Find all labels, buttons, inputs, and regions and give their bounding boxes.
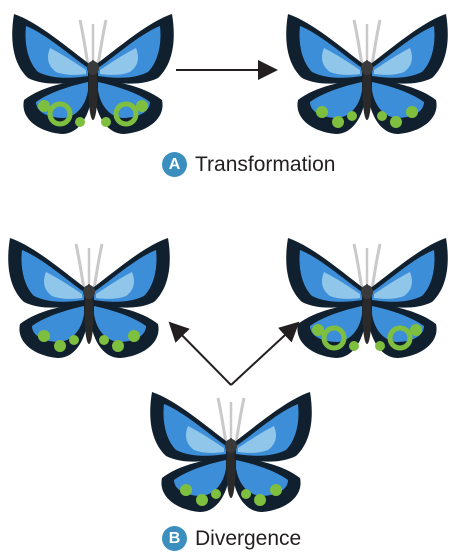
caption-b: B Divergence — [162, 526, 301, 551]
badge-a: A — [162, 152, 187, 177]
butterfly-a-left — [8, 8, 178, 138]
butterfly-a-right — [282, 8, 452, 138]
badge-b: B — [162, 526, 187, 551]
caption-a-label: Transformation — [195, 153, 335, 177]
butterfly-b-top-left — [4, 232, 174, 362]
butterfly-b-bottom — [146, 386, 316, 516]
arrow-divergence-left — [170, 323, 231, 385]
caption-b-label: Divergence — [195, 527, 301, 551]
caption-a: A Transformation — [162, 152, 335, 177]
butterfly-b-top-right — [282, 232, 452, 362]
